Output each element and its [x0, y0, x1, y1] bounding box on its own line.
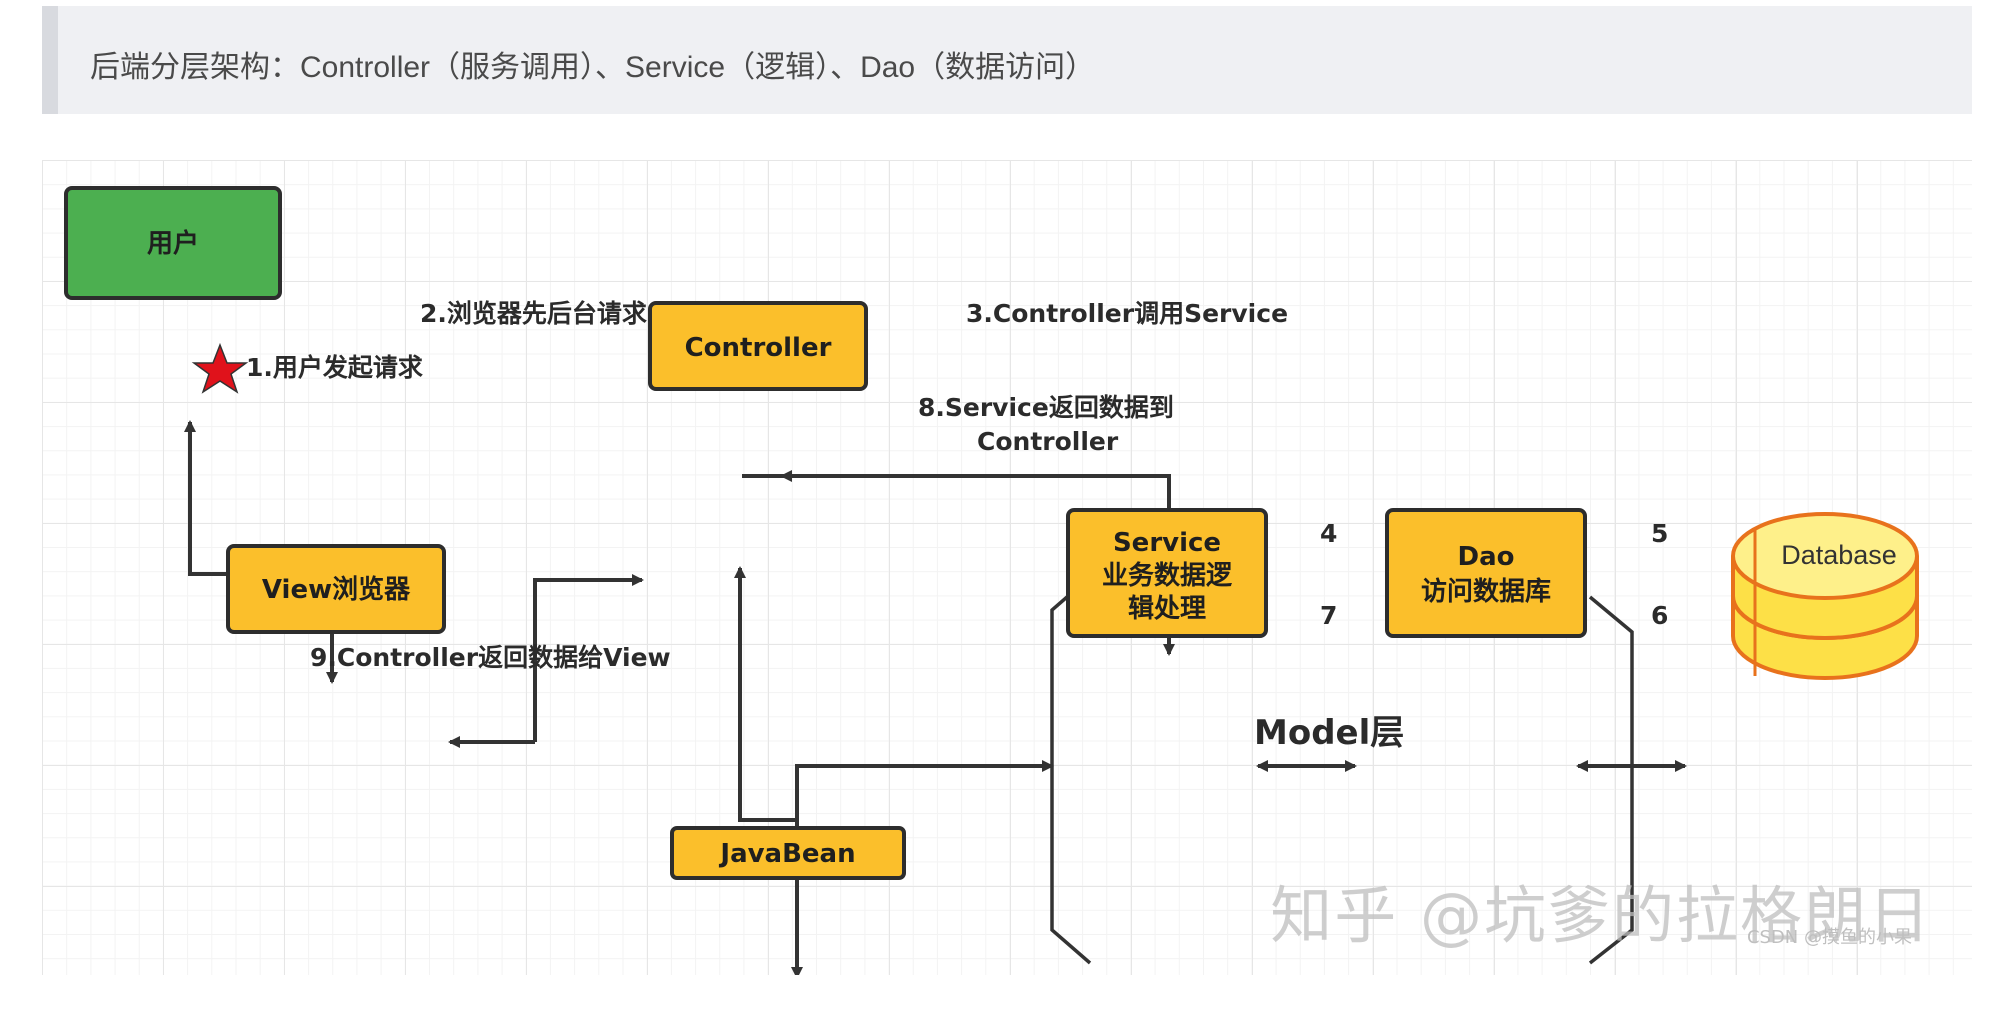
view-box	[226, 544, 446, 634]
dao-label-line1: Dao	[1458, 542, 1515, 572]
step6-number: 6	[1651, 601, 1668, 630]
diagram-grid	[42, 160, 1972, 975]
database-top	[1731, 512, 1919, 600]
diagram-canvas: 用户 Controller View浏览器 Service 业务数据逻 辑处理 …	[64, 186, 1919, 975]
controller-label: Controller	[685, 333, 832, 363]
javabean-label: JavaBean	[718, 839, 855, 869]
controller-box	[648, 301, 868, 391]
step3-label: 3.Controller调用Service	[966, 299, 1288, 328]
database-cylinder	[1731, 512, 1919, 680]
step1-label: 1.用户发起请求	[246, 353, 423, 382]
watermark-small: CSDN @摸鱼的小果	[1746, 927, 1912, 948]
dao-box	[1385, 508, 1587, 638]
step9-label: 9.Controller返回数据给View	[310, 643, 671, 672]
step5-number: 5	[1651, 519, 1668, 548]
step8-label-line2: Controller	[977, 427, 1119, 456]
view-label: View浏览器	[262, 575, 411, 605]
edge-javabean-controller	[734, 566, 797, 822]
model-bracket-right	[1588, 595, 1634, 965]
service-box	[1066, 508, 1268, 638]
model-layer-label: Model层	[1254, 713, 1404, 753]
connectors	[184, 420, 1687, 975]
step2-label: 2.浏览器先后台请求	[420, 299, 647, 328]
javabean-box	[670, 826, 906, 880]
edge-view-controller	[533, 574, 644, 742]
architecture-diagram: 用户 Controller View浏览器 Service 业务数据逻 辑处理 …	[42, 160, 1972, 975]
user-box	[64, 186, 282, 300]
watermark: 知乎 @坑爹的拉格朗日	[1270, 879, 1932, 952]
step7-number: 7	[1320, 601, 1337, 630]
quote-block: 后端分层架构：Controller（服务调用）、Service（逻辑）、Dao（…	[42, 6, 1972, 114]
step4-number: 4	[1320, 519, 1337, 548]
database-label: Database	[1781, 540, 1897, 570]
edge-hub-service	[795, 760, 1054, 820]
step8-label-line1: 8.Service返回数据到	[918, 393, 1174, 422]
service-label-line2: 业务数据逻	[1102, 561, 1232, 591]
dao-label-line2: 访问数据库	[1421, 577, 1551, 607]
red-star-icon	[191, 342, 249, 394]
service-label-line3: 辑处理	[1128, 594, 1206, 624]
service-label-line1: Service	[1113, 528, 1221, 558]
quote-text: 后端分层架构：Controller（服务调用）、Service（逻辑）、Dao（…	[90, 51, 1096, 84]
user-label: 用户	[147, 228, 199, 259]
